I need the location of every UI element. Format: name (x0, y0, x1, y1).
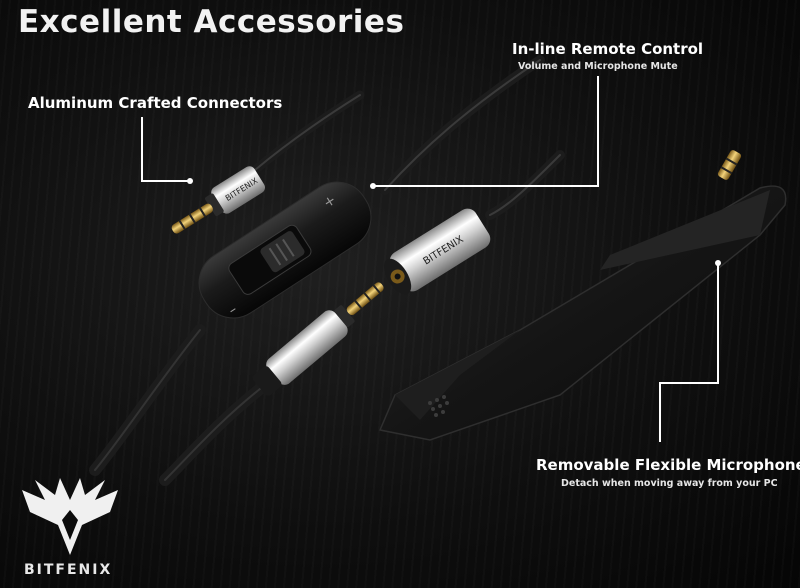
callout-remote-sublabel: Volume and Microphone Mute (518, 61, 678, 72)
bitfenix-logo-icon (22, 478, 118, 555)
cables (89, 55, 565, 486)
microphone-grille (428, 395, 449, 417)
callout-lines (141, 76, 721, 442)
removable-microphone (378, 150, 787, 441)
callout-microphone-label: Removable Flexible Microphone (536, 456, 800, 474)
page-title: Excellent Accessories (18, 4, 405, 40)
callout-connectors-label: Aluminum Crafted Connectors (28, 94, 283, 112)
brand-wordmark: BITFENIX (24, 562, 113, 578)
connector-jack-center: BITFENIX (384, 208, 491, 295)
callout-microphone-sublabel: Detach when moving away from your PC (561, 478, 778, 489)
connector-plug-bottom (252, 282, 384, 396)
callout-remote-label: In-line Remote Control (512, 40, 704, 58)
inline-remote: + – (198, 181, 372, 319)
